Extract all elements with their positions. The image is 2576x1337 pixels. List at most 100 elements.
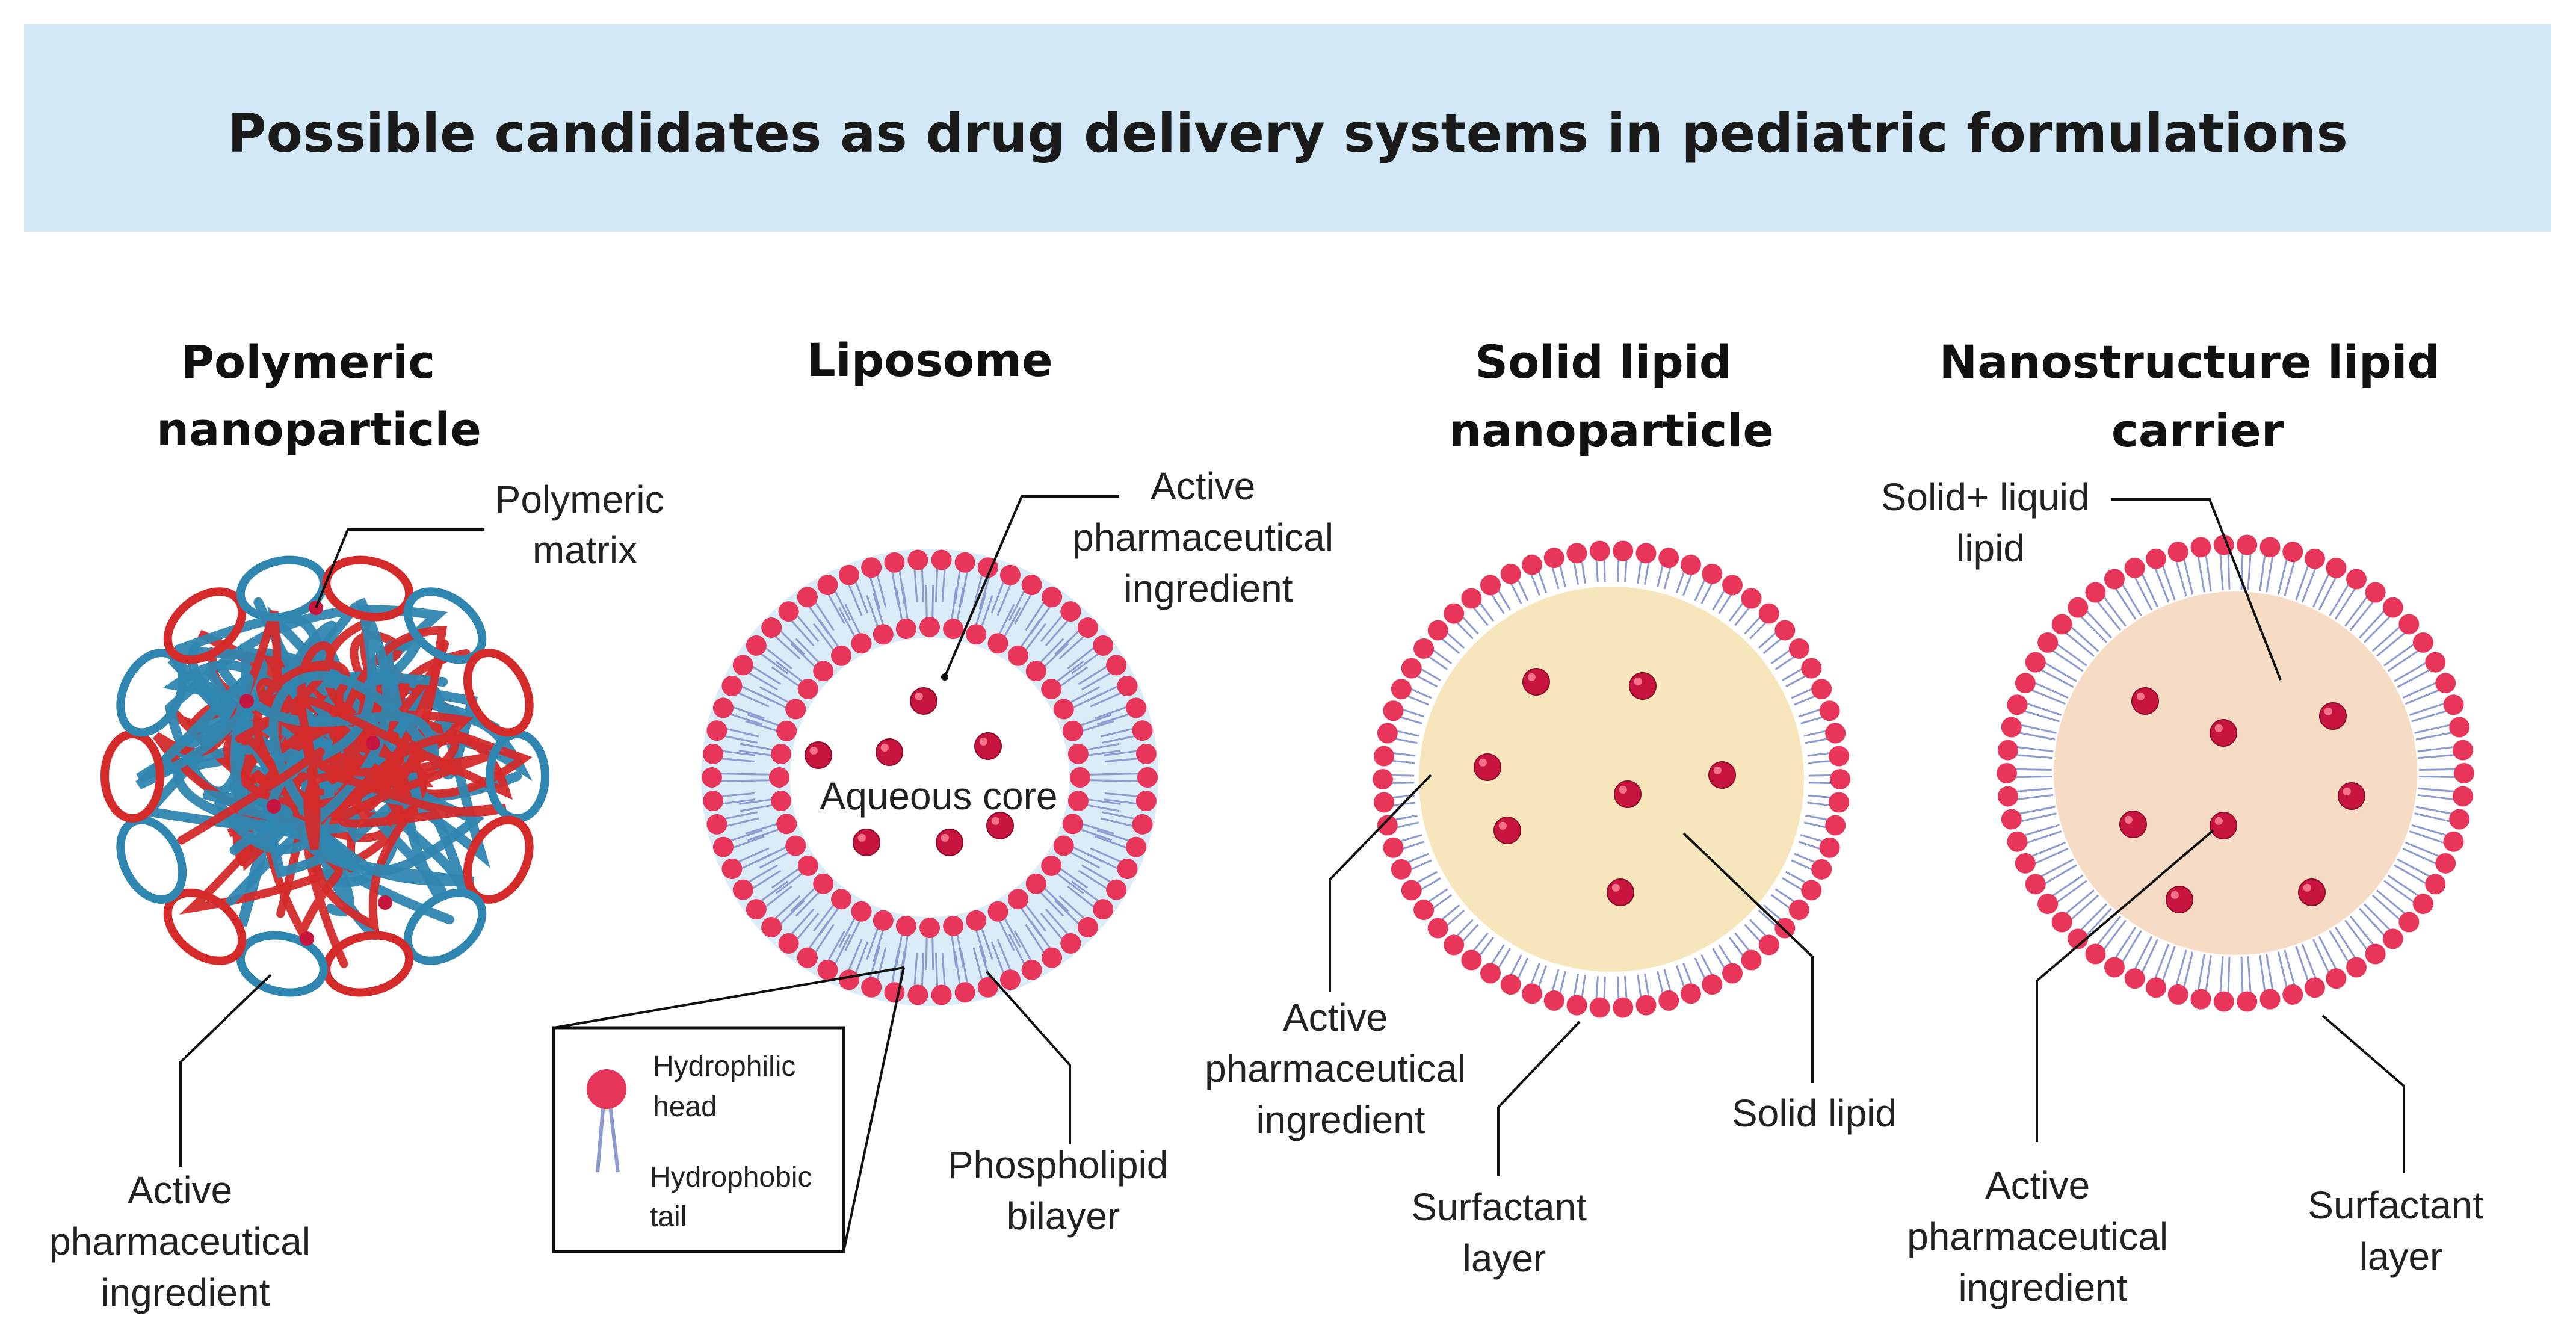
liposome-api-line-3: ingredient	[1123, 567, 1293, 610]
liposome-outer-tail	[1014, 591, 1033, 625]
sln-surfactant-tail	[1397, 715, 1422, 724]
liposome-inner-head	[851, 901, 872, 922]
liposome-inner-tail	[902, 586, 909, 623]
liposome-outer-tail	[833, 933, 851, 967]
nlc-surfactant-tail	[2414, 723, 2453, 734]
sln-surfactant-tail	[1516, 577, 1529, 601]
liposome-inner-tail	[1070, 845, 1104, 863]
liposome-outer-tail	[1067, 645, 1097, 670]
panel-liposome: Liposome Aqueous core Active pharmaceuti…	[552, 333, 1333, 1253]
sln-surfactant-tail	[1392, 814, 1418, 821]
nlc-surfactant-head	[2068, 597, 2089, 618]
sln-surfactant-head	[1427, 620, 1448, 641]
liposome-outer-tail	[876, 947, 887, 983]
sln-surfactant-tail	[1408, 687, 1432, 699]
sln-surfactant-tail	[1637, 558, 1642, 584]
liposome-outer-tail	[1045, 618, 1070, 646]
nlc-surfactant-tail	[2120, 930, 2142, 965]
liposome-inner-tail	[1079, 822, 1114, 835]
liposome-outer-tail	[789, 909, 815, 937]
liposome-outer-head	[1060, 933, 1081, 954]
nlc-surfactant-head	[2190, 537, 2211, 558]
liposome-outer-head	[1093, 899, 1114, 920]
nlc-surfactant-tail	[2078, 903, 2107, 933]
nlc-surfactant-head	[2051, 614, 2072, 635]
sln-surfactant-head	[1543, 990, 1564, 1011]
sln-surfactant-tail	[1537, 569, 1548, 593]
sln-api-dot-highlight	[1713, 766, 1722, 774]
nlc-surfactant-tail	[2247, 956, 2252, 996]
sln-surfactant-head	[1589, 540, 1610, 561]
liposome-inner-tail	[1002, 607, 1021, 640]
liposome-inner-head	[771, 743, 792, 764]
nlc-surfactant-tail	[2095, 599, 2122, 631]
nlc-surfactant-head	[2025, 874, 2046, 895]
polymer-api-dot	[378, 895, 392, 910]
liposome-inner-tail	[1037, 889, 1064, 917]
sln-surfactant-head	[1825, 723, 1846, 744]
sln-surfactant-head	[1819, 837, 1840, 858]
sln-surfactant-tail	[1558, 563, 1566, 588]
polymeric-matrix-label: Polymeric matrix	[495, 478, 675, 572]
nlc-surfactant-tail	[2013, 775, 2052, 779]
nlc-surfactant-tail	[2063, 631, 2095, 657]
liposome-inner-head	[1053, 835, 1074, 856]
polymer-outer-loop	[236, 931, 328, 997]
panel-polymeric-nanoparticle: Polymeric nanoparticle Polymeric matrix …	[49, 335, 675, 1314]
sln-surfactant-tail	[1770, 894, 1793, 910]
sln-surfactant-tail	[1551, 969, 1560, 994]
nlc-lipid-leader	[2111, 498, 2282, 681]
liposome-outer-head	[954, 982, 975, 1003]
nlc-api-dot	[2338, 782, 2365, 810]
liposome-outer-tail	[898, 567, 906, 604]
sln-surfactant-tail	[1509, 954, 1522, 978]
sln-surfactant-tail	[1439, 637, 1460, 655]
liposome-outer-head	[999, 969, 1021, 990]
sln-api-dot	[1493, 817, 1521, 844]
liposome-inner-tail	[756, 845, 789, 863]
nlc-surfactant-head	[2382, 928, 2403, 949]
liposome-outer-head	[797, 947, 818, 968]
nlc-api-dot-highlight	[2136, 692, 2145, 700]
nlc-api-dot	[2298, 878, 2326, 906]
liposome-outer-tail	[723, 727, 759, 738]
liposome-outer-head	[884, 552, 905, 573]
nlc-surfactant-tail	[2334, 585, 2358, 620]
nlc-lipid-line-2: lipid	[1956, 526, 2025, 570]
aqueous-core-label: Aqueous core	[820, 774, 1058, 818]
liposome-inner-tail	[738, 750, 775, 757]
liposome-api-dot-highlight	[915, 692, 923, 700]
liposome-outer-head	[1137, 767, 1158, 788]
liposome-inner-tail	[1023, 623, 1046, 653]
liposome-api-dots	[805, 673, 1014, 856]
nlc-surfactant-head	[2213, 991, 2234, 1012]
nlc-surfactant-head	[2326, 968, 2347, 989]
nlc-surfactant-head	[2051, 912, 2072, 933]
sln-surfactant-tail	[1529, 962, 1540, 987]
nlc-surfactant-head	[2412, 894, 2433, 915]
liposome-outer-tail	[1045, 909, 1070, 937]
liposome-outer-tail	[1095, 835, 1129, 850]
sln-surfactant-tail	[1425, 888, 1448, 904]
sln-surfactant-tail	[1800, 715, 1826, 724]
liposome-outer-tail	[1090, 847, 1124, 864]
liposome-inner-tail	[980, 925, 993, 960]
sln-surfactant-tail	[1712, 587, 1727, 611]
nlc-surfactant-tail	[2394, 864, 2429, 886]
nlc-api-dot-highlight	[2170, 891, 2179, 899]
liposome-outer-tail	[854, 941, 869, 976]
liposome-inner-tail	[818, 619, 841, 650]
sln-surfactant-tail	[1394, 821, 1419, 829]
nlc-title: Nanostructure lipid carrier	[1939, 335, 2456, 457]
sln-surfactant-head	[1635, 995, 1657, 1016]
polymeric-api-line-1: Active	[128, 1169, 232, 1212]
liposome-outer-tail	[721, 811, 758, 820]
sln-surfactant-tail	[1414, 674, 1438, 688]
nlc-surfactant-tail	[2024, 830, 2062, 845]
sln-surfactant-tail	[1572, 560, 1579, 585]
nlc-surfactant-tail	[2068, 894, 2099, 922]
liposome-outer-head	[761, 617, 782, 638]
nlc-surfactant-tail	[2318, 936, 2338, 972]
nlc-surfactant-head	[2398, 912, 2420, 933]
liposome-outer-head	[1126, 697, 1147, 718]
